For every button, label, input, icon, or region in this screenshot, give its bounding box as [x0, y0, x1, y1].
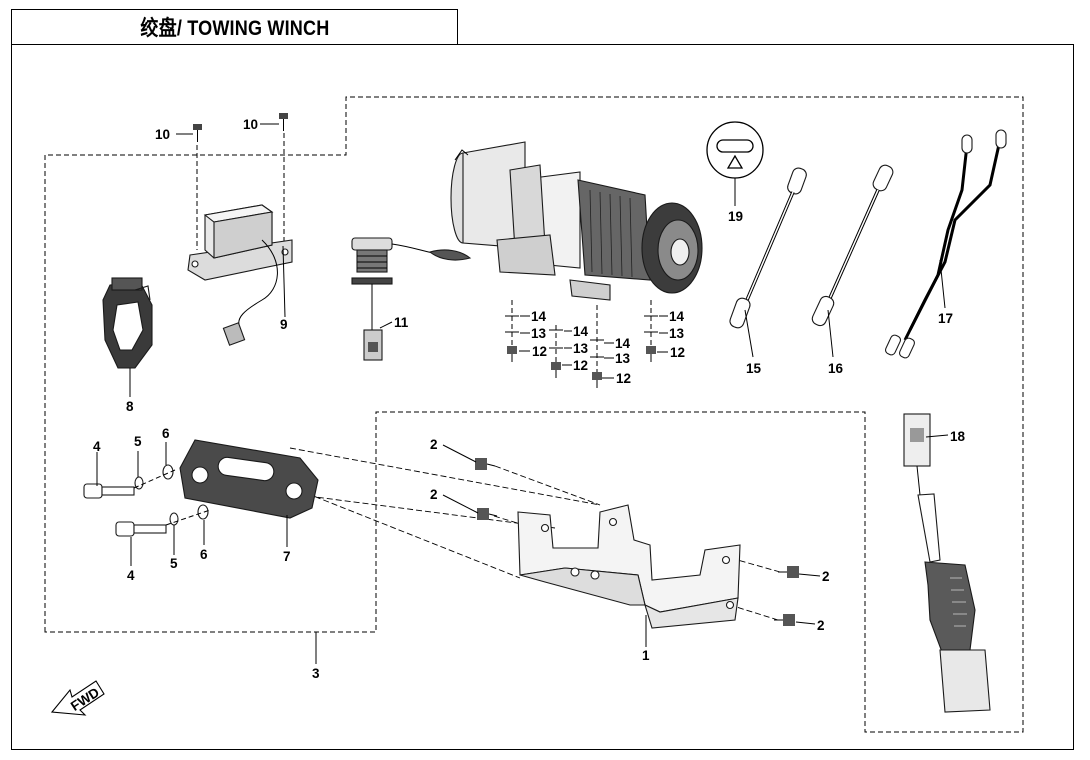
callout-12: 12 — [670, 345, 685, 360]
winch-motor — [450, 141, 703, 301]
bolt-2-c — [778, 566, 799, 578]
callout-15: 15 — [746, 361, 762, 376]
callout-6: 6 — [162, 426, 170, 441]
bolt-2-d — [774, 614, 795, 626]
bracket-bolts — [475, 458, 799, 626]
callout-10: 10 — [243, 117, 258, 132]
fastener-stack-2 — [549, 325, 563, 378]
remote-control — [903, 413, 991, 713]
mounting-bracket — [517, 504, 741, 629]
callout-13: 13 — [531, 326, 547, 341]
fastener-stack-1 — [505, 300, 519, 362]
bolt-2-b — [477, 508, 498, 520]
callout-13: 13 — [615, 351, 631, 366]
fastener-stack-4 — [644, 300, 658, 362]
bolt-10-right — [279, 113, 288, 245]
group-outlines — [44, 96, 1024, 733]
callout-16: 16 — [828, 361, 844, 376]
fairlead — [179, 439, 319, 519]
callout-numbers: 10 10 9 8 11 14 13 12 14 13 12 14 13 12 … — [93, 117, 966, 681]
callout-18: 18 — [950, 429, 966, 444]
bolt-10-left — [193, 124, 202, 250]
callout-7: 7 — [283, 549, 291, 564]
callout-2: 2 — [822, 569, 830, 584]
callout-12: 12 — [532, 344, 547, 359]
callout-9: 9 — [280, 317, 288, 332]
callout-1: 1 — [642, 648, 650, 663]
callout-12: 12 — [573, 358, 588, 373]
callout-4: 4 — [93, 439, 101, 454]
rocker-switch — [351, 237, 472, 361]
callout-2: 2 — [430, 437, 438, 452]
callout-10: 10 — [155, 127, 170, 142]
callout-6: 6 — [200, 547, 208, 562]
callout-8: 8 — [126, 399, 134, 414]
callout-19: 19 — [728, 209, 743, 224]
callout-14: 14 — [669, 309, 685, 324]
callout-17: 17 — [938, 311, 953, 326]
diagram-frame — [11, 44, 1074, 750]
fairlead-hardware-upper — [83, 464, 176, 499]
warning-label — [706, 121, 764, 179]
callout-14: 14 — [573, 324, 589, 339]
winch-assembly-outline — [44, 96, 1024, 733]
callout-13: 13 — [669, 326, 685, 341]
cable-15 — [729, 167, 807, 329]
callout-leaders — [96, 123, 949, 664]
callout-11: 11 — [394, 315, 409, 330]
callout-14: 14 — [615, 336, 631, 351]
hook — [102, 277, 153, 369]
contactor-box — [187, 204, 293, 346]
fwd-direction-arrow: FWD — [50, 680, 105, 716]
bolt-2-a — [475, 458, 496, 470]
page-title: 绞盘/ TOWING WINCH — [139, 17, 330, 40]
callout-13: 13 — [573, 341, 589, 356]
fairlead-hardware-lower — [115, 504, 211, 537]
callout-2: 2 — [430, 487, 438, 502]
callout-14: 14 — [531, 309, 547, 324]
callout-4: 4 — [127, 568, 135, 583]
callout-12: 12 — [616, 371, 631, 386]
callout-2: 2 — [817, 618, 825, 633]
cable-17 — [885, 129, 1007, 359]
callout-5: 5 — [134, 434, 142, 449]
callout-5: 5 — [170, 556, 178, 571]
callout-3: 3 — [312, 666, 320, 681]
title-box: 绞盘/ TOWING WINCH — [11, 9, 458, 45]
warning-triangle-icon — [726, 154, 744, 169]
fastener-stack-3 — [590, 305, 604, 388]
cable-16 — [811, 164, 894, 327]
